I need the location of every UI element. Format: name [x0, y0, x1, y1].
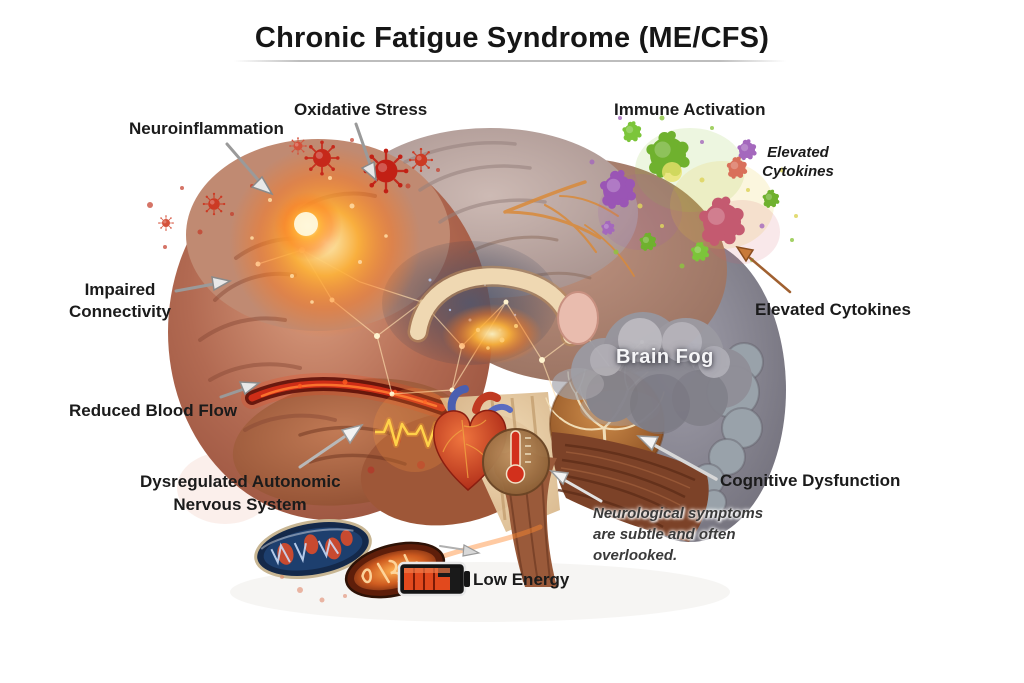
arrow-oxidative-stress-icon	[354, 122, 377, 182]
label-elevated-cytokines-small: Elevated Cytokines	[750, 143, 846, 181]
label-cognitive-dysfunction: Cognitive Dysfunction	[720, 471, 901, 490]
label-line: Impaired	[84, 280, 156, 299]
label-oxidative-stress: Oxidative Stress	[294, 100, 428, 119]
label-low-energy: Low Energy	[473, 570, 570, 589]
label-line: Cytokines	[762, 163, 834, 180]
label-immune-activation: Immune Activation	[614, 100, 766, 119]
arrow-impaired-connectivity-icon	[174, 276, 233, 293]
arrow-neuroinflammation-icon	[225, 142, 274, 196]
title-underline	[234, 60, 786, 62]
label-impaired-connectivity: Impaired Connectivity	[40, 279, 200, 323]
label-line: are subtle and often	[593, 526, 736, 543]
neuroinflammation-glow-icon	[229, 146, 421, 338]
label-neuroinflammation: Neuroinflammation	[129, 119, 284, 138]
label-brain-fog: Brain Fog	[616, 346, 714, 368]
label-line: Connectivity	[68, 302, 172, 321]
reduced-blood-flow-streak-icon	[241, 373, 453, 419]
callout-arrows	[174, 122, 792, 557]
arrow-cognitive-dysfunction-icon	[636, 435, 718, 481]
arrow-neurological-note-icon	[549, 470, 603, 503]
label-line: Elevated	[767, 144, 829, 161]
label-line: Dysregulated Autonomic	[140, 472, 341, 491]
label-neurological-note: Neurological symptoms are subtle and oft…	[593, 503, 763, 566]
label-reduced-blood-flow: Reduced Blood Flow	[69, 401, 238, 420]
label-line: Nervous System	[173, 495, 307, 514]
arrow-elevated-cytokines-icon	[735, 245, 792, 294]
label-dysregulated-ans: Dysregulated Autonomic Nervous System	[140, 470, 341, 516]
page-title: Chronic Fatigue Syndrome (ME/CFS)	[254, 22, 770, 54]
arrow-dysregulated-ans-icon	[298, 423, 364, 469]
brain-fog-cloud-icon	[552, 312, 752, 434]
arrow-mitochondria-icon	[439, 544, 481, 557]
immune-cells-icon	[589, 115, 798, 269]
label-line: overlooked.	[593, 547, 678, 564]
battery-low-icon	[397, 561, 470, 597]
thermometer-icon	[482, 428, 550, 496]
arrow-reduced-blood-flow-icon	[219, 381, 262, 399]
label-elevated-cytokines: Elevated Cytokines	[755, 300, 911, 319]
label-line: Neurological symptoms	[593, 505, 764, 522]
